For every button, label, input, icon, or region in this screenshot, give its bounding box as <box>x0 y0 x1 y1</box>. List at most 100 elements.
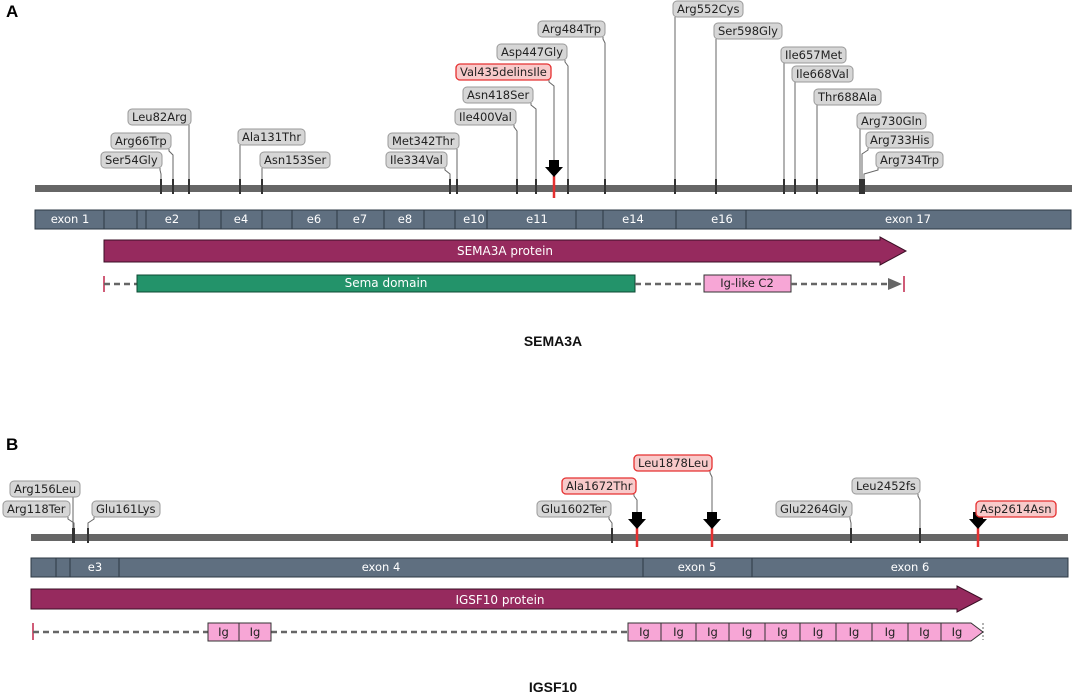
ig-domain: Ig <box>627 622 662 642</box>
variant-label-text: Ile400Val <box>459 110 512 124</box>
exon-label: e11 <box>526 212 548 226</box>
variant-label: Ser598Gly <box>713 22 783 40</box>
variant-label: Leu1878Leu <box>633 454 713 472</box>
variant-label-text: Arg730Gln <box>861 114 922 128</box>
variant-connector <box>168 149 174 185</box>
variant-connector <box>513 125 518 185</box>
ig-domain-label: Ig <box>707 625 718 639</box>
variant-label-text: Glu1602Ter <box>541 502 607 516</box>
exon-label: e2 <box>165 212 179 226</box>
variant-label: Ala131Thr <box>237 128 306 146</box>
exon-label: e14 <box>622 212 644 226</box>
variant-connector <box>863 168 879 185</box>
variant-label: Asn153Ser <box>259 151 331 169</box>
variant-label-text: Val435delinsIle <box>460 65 547 79</box>
ig-domain: Ig <box>907 622 942 642</box>
ig-domain: Ig <box>238 622 272 642</box>
panel-a-gene-title: SEMA3A <box>524 333 582 349</box>
variant-label: Arg484Trp <box>537 20 606 38</box>
variant-label: Arg730Gln <box>856 112 927 130</box>
ig-domain-label: Ig <box>639 625 650 639</box>
variant-label-text: Leu2452fs <box>856 479 916 493</box>
variant-label: Arg552Cys <box>672 0 744 18</box>
variant-label: Ile668Val <box>791 65 854 83</box>
variant-label-text: Glu161Lys <box>96 502 156 516</box>
variant-label-text: Arg118Ter <box>7 502 66 516</box>
variant-label-text: Ile657Met <box>785 48 843 62</box>
panel-b-protein-arrow: IGSF10 protein <box>30 585 984 613</box>
exon-label: exon 1 <box>51 212 90 226</box>
panel-a-letter: A <box>6 2 18 21</box>
variant-label-text: Asn418Ser <box>467 88 529 102</box>
panel-b-letter: B <box>6 435 18 454</box>
panel-b-protein-label: IGSF10 protein <box>455 593 544 607</box>
ig-domain: Ig <box>207 622 240 642</box>
ig-domain-label: Ig <box>250 625 261 639</box>
panel-a-protein-arrow: SEMA3A protein <box>103 236 908 266</box>
exon-label: e7 <box>353 212 367 226</box>
panel-b-highlight-markers <box>628 512 987 547</box>
panel-b-genomic-track <box>31 534 1068 541</box>
exon-label: exon 5 <box>678 560 717 574</box>
variant-label-text: Ile334Val <box>390 153 443 167</box>
variant-label: Arg66Trp <box>110 132 172 150</box>
variant-label: Leu2452fs <box>851 477 921 495</box>
panel-b-variant-ticks <box>72 528 921 543</box>
variant-label-text: Ala131Thr <box>242 130 301 144</box>
panel-a-domain-track: Sema domain Ig-like C2 <box>103 274 905 293</box>
variant-label: Glu161Lys <box>91 500 161 518</box>
panel-b-gene-title: IGSF10 <box>529 679 577 695</box>
ig-domain: Ig <box>799 622 837 642</box>
ig-domain: Ig <box>728 622 766 642</box>
variant-label-text: Thr688Ala <box>817 90 877 104</box>
panel-a-highlight-marker <box>545 160 563 198</box>
panel-a-variant-labels: Ser54Gly Arg66Trp Leu82ArgAla131ThrAsn153S… <box>100 0 944 169</box>
exon-label: e10 <box>463 212 485 226</box>
variant-label-text: Met342Thr <box>392 134 455 148</box>
variant-label: Arg733His <box>865 131 934 149</box>
ig-domain-label: Ig <box>919 625 930 639</box>
variant-label: Glu1602Ter <box>536 500 612 518</box>
variant-label-text: Ile668Val <box>796 67 849 81</box>
ig-domain: Ig <box>695 622 730 642</box>
ig-domain-label: Ig <box>885 625 896 639</box>
variant-connector <box>530 103 537 185</box>
ig-domain: Ig <box>871 622 909 642</box>
variant-label: Arg156Leu <box>9 480 81 498</box>
variant-label-text: Asn153Ser <box>264 153 326 167</box>
variant-connector <box>548 80 555 185</box>
ig-domain-label: Ig <box>849 625 860 639</box>
variant-label-text: Ala1672Thr <box>566 479 633 493</box>
down-arrow-icon <box>545 160 563 177</box>
panel-a-protein-label: SEMA3A protein <box>457 244 553 258</box>
variant-label-text: Arg66Trp <box>115 134 167 148</box>
variant-label: Ile657Met <box>780 46 847 64</box>
exon-label: exon 17 <box>885 212 931 226</box>
variant-label-text: Arg734Trp <box>880 153 939 167</box>
exon-label: e16 <box>711 212 733 226</box>
variant-label: Leu82Arg <box>127 108 192 126</box>
variant-label-text: Ser54Gly <box>105 153 158 167</box>
variant-label-text: Glu2264Gly <box>780 502 848 516</box>
variant-label: Thr688Ala <box>813 88 882 106</box>
ig-domain-label: Ig <box>952 625 963 639</box>
ig-domain: Ig <box>835 622 873 642</box>
ig-domain-label: Ig <box>218 625 229 639</box>
variant-label-text: Arg733His <box>870 133 929 147</box>
variant-label: Val435delinsIle <box>455 63 552 81</box>
variant-label-text: Arg156Leu <box>14 482 76 496</box>
down-arrow-icon <box>628 512 646 529</box>
variant-label: Met342Thr <box>387 132 460 150</box>
panel-a-variant-lines <box>159 17 879 185</box>
variant-label: Ala1672Thr <box>561 477 637 495</box>
variant-label-text: Arg552Cys <box>677 2 739 16</box>
exon-label: e8 <box>398 212 412 226</box>
variant-label: Ile400Val <box>454 108 517 126</box>
variant-label: Glu2264Gly <box>775 500 853 518</box>
variant-label: Arg734Trp <box>875 151 944 169</box>
down-arrow-icon <box>703 512 721 529</box>
ig-domain: Ig <box>940 622 984 642</box>
